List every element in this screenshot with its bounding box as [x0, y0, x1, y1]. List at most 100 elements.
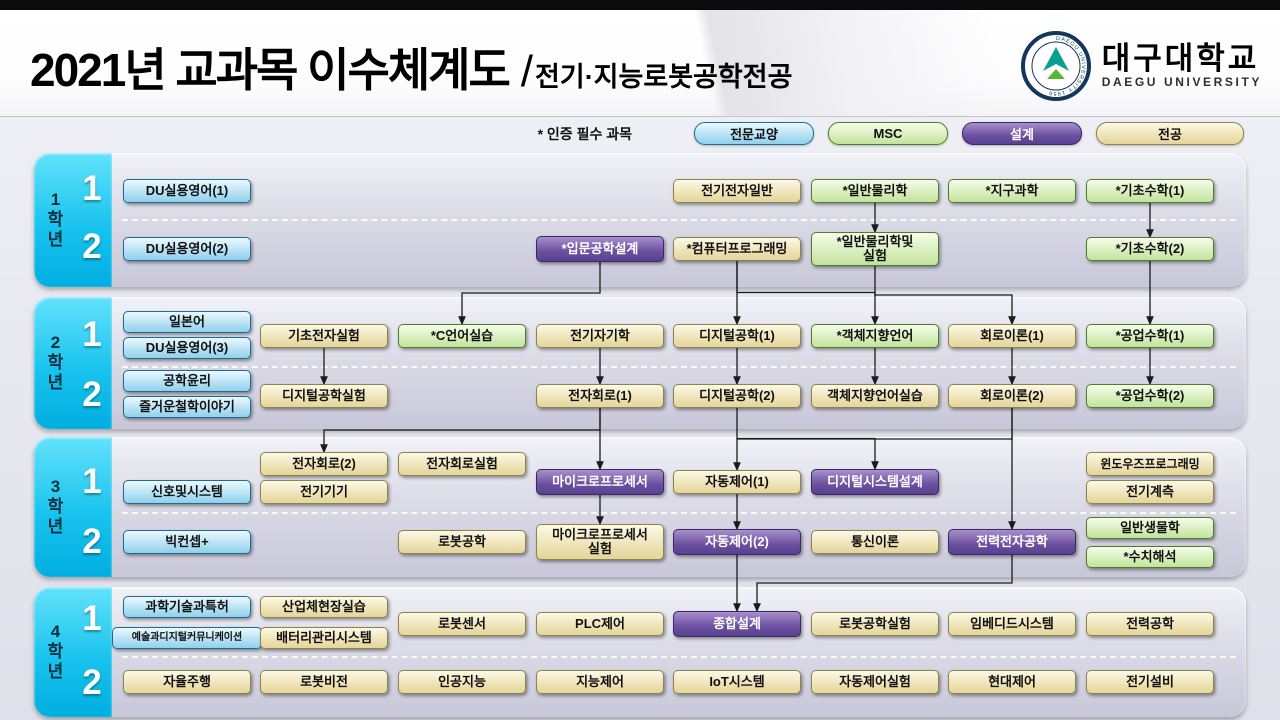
course-circuit_theory2: 회로이론(2): [948, 384, 1076, 408]
year-label-2: 2학년: [47, 332, 64, 393]
course-iot: IoT시스템: [673, 670, 801, 694]
semester-number: 1: [82, 169, 102, 208]
course-auto_control1: 자동제어(1): [673, 470, 801, 494]
course-modern_control: 현대제어: [948, 670, 1076, 694]
course-basic_elec_lab: 기초전자실험: [260, 324, 388, 348]
course-elec_machines: 전기기기: [260, 480, 388, 504]
course-physics_lab: *일반물리학및 실험: [811, 232, 939, 266]
page-subtitle: 전기·지능로봇공학전공: [535, 62, 793, 92]
year-label-4: 4학년: [47, 621, 64, 682]
semester-number: 1: [82, 599, 102, 638]
university-logo: DAEGU UNIVERSITY 1956 대구대학교 DAEGU UNIVER…: [1020, 30, 1262, 102]
year-tab-4: 4학년 1 2: [34, 587, 112, 717]
year-band-1: 1학년 1 2: [34, 153, 1246, 287]
course-elec_general: 전기전자일반: [673, 179, 801, 203]
course-basic_math1: *기초수학(1): [1086, 179, 1214, 203]
legend-major: 전공: [1096, 122, 1244, 145]
course-comm_theory: 통신이론: [811, 530, 939, 554]
semester-number: 2: [82, 522, 102, 561]
course-power_elec: 전력전자공학: [948, 529, 1076, 555]
course-embedded: 임베디드시스템: [948, 612, 1076, 636]
course-oop_lab: 객체지향언어실습: [811, 384, 939, 408]
year-label-3: 3학년: [47, 476, 64, 537]
course-intelligent_control: 지능제어: [536, 670, 664, 694]
legend: * 인증 필수 과목 전문교양 MSC 설계 전공: [0, 122, 1244, 145]
course-earth_sci: *지구과학: [948, 179, 1076, 203]
year-tab-3: 3학년 1 2: [34, 437, 112, 577]
course-eng_math2: *공업수학(2): [1086, 384, 1214, 408]
course-eng_math1: *공업수학(1): [1086, 324, 1214, 348]
course-electronic_circuit2: 전자회로(2): [260, 452, 388, 476]
course-robotics: 로봇공학: [398, 530, 526, 554]
course-industry_intern: 산업체현장실습: [260, 596, 388, 618]
course-elec_facilities: 전기설비: [1086, 670, 1214, 694]
course-micro_lab: 마이크로프로세서 실험: [536, 524, 664, 560]
course-capstone: 종합설계: [673, 611, 801, 637]
title-row: 2021년 교과목 이수체계도 / 전기·지능로봇공학전공: [30, 34, 792, 100]
top-black-bar: [0, 0, 1280, 10]
course-intro_design: *입문공학설계: [536, 236, 664, 262]
course-digital_lab: 디지털공학실험: [260, 384, 388, 408]
course-dsd: 디지털시스템설계: [811, 469, 939, 495]
course-signals: 신호및시스템: [123, 480, 251, 504]
year-tab-2: 2학년 1 2: [34, 297, 112, 429]
legend-design: 설계: [962, 122, 1082, 145]
semester-number: 2: [82, 375, 102, 414]
course-gen_bio: 일반생물학: [1086, 517, 1214, 539]
course-electronic_circuit1: 전자회로(1): [536, 384, 664, 408]
page-title: 2021년 교과목 이수체계도: [30, 44, 511, 96]
course-windows_prog: 윈도우즈프로그래밍: [1086, 452, 1214, 476]
semester-number: 2: [82, 227, 102, 266]
title-slash: /: [520, 47, 534, 96]
course-elec_circuit_lab: 전자회로실험: [398, 452, 526, 476]
course-robotics_lab: 로봇공학실험: [811, 612, 939, 636]
year-label-1: 1학년: [47, 189, 64, 250]
course-ai: 인공지능: [398, 670, 526, 694]
course-digital1: 디지털공학(1): [673, 324, 801, 348]
course-battery: 배터리관리시스템: [260, 627, 388, 649]
semester-number: 1: [82, 462, 102, 501]
course-micro: 마이크로프로세서: [536, 469, 664, 495]
course-du_eng1: DU실용영어(1): [123, 179, 251, 203]
legend-ge: 전문교양: [694, 122, 814, 145]
course-oop: *객체지향언어: [811, 324, 939, 348]
course-robot_vision: 로봇비전: [260, 670, 388, 694]
course-auto_control_lab: 자동제어실험: [811, 670, 939, 694]
semester-divider: [122, 512, 1236, 514]
course-eng_ethics: 공학윤리: [123, 370, 251, 392]
course-electromagnetics: 전기자기학: [536, 324, 664, 348]
course-circuit_theory1: 회로이론(1): [948, 324, 1076, 348]
course-plc: PLC제어: [536, 612, 664, 636]
course-art_comm: 예술과디지털커뮤니케이션: [112, 627, 262, 649]
course-power_eng: 전력공학: [1086, 612, 1214, 636]
university-name-en: DAEGU UNIVERSITY: [1101, 75, 1262, 90]
course-gen_physics: *일반물리학: [811, 179, 939, 203]
year-tab-1: 1학년 1 2: [34, 153, 112, 287]
semester-number: 2: [82, 663, 102, 702]
semester-divider: [122, 656, 1236, 658]
course-philosophy: 즐거운철학이야기: [123, 396, 251, 418]
course-c_lang: *C언어실습: [398, 324, 526, 348]
course-sci_patent: 과학기술과특허: [123, 596, 251, 618]
course-du_eng2: DU실용영어(2): [123, 237, 251, 261]
legend-note: * 인증 필수 과목: [537, 125, 632, 142]
course-auto_control2: 자동제어(2): [673, 529, 801, 555]
course-japanese: 일본어: [123, 311, 251, 333]
course-big_concept: 빅컨셉+: [123, 530, 251, 554]
course-du_eng3: DU실용영어(3): [123, 337, 251, 359]
course-numerical: *수치해석: [1086, 546, 1214, 568]
semester-divider: [122, 219, 1236, 221]
legend-msc: MSC: [828, 122, 948, 145]
course-elec_measure: 전기계측: [1086, 480, 1214, 504]
university-emblem-icon: DAEGU UNIVERSITY 1956: [1020, 31, 1091, 101]
course-robot_sensor: 로봇센서: [398, 612, 526, 636]
header: 2021년 교과목 이수체계도 / 전기·지능로봇공학전공 DAEGU UNIV…: [0, 10, 1280, 117]
semester-number: 1: [82, 315, 102, 354]
course-computer_prog: *컴퓨터프로그래밍: [673, 237, 801, 261]
university-name-kr: 대구대학교: [1101, 40, 1260, 76]
semester-divider: [122, 366, 1236, 368]
course-basic_math2: *기초수학(2): [1086, 237, 1214, 261]
course-digital2: 디지털공학(2): [673, 384, 801, 408]
